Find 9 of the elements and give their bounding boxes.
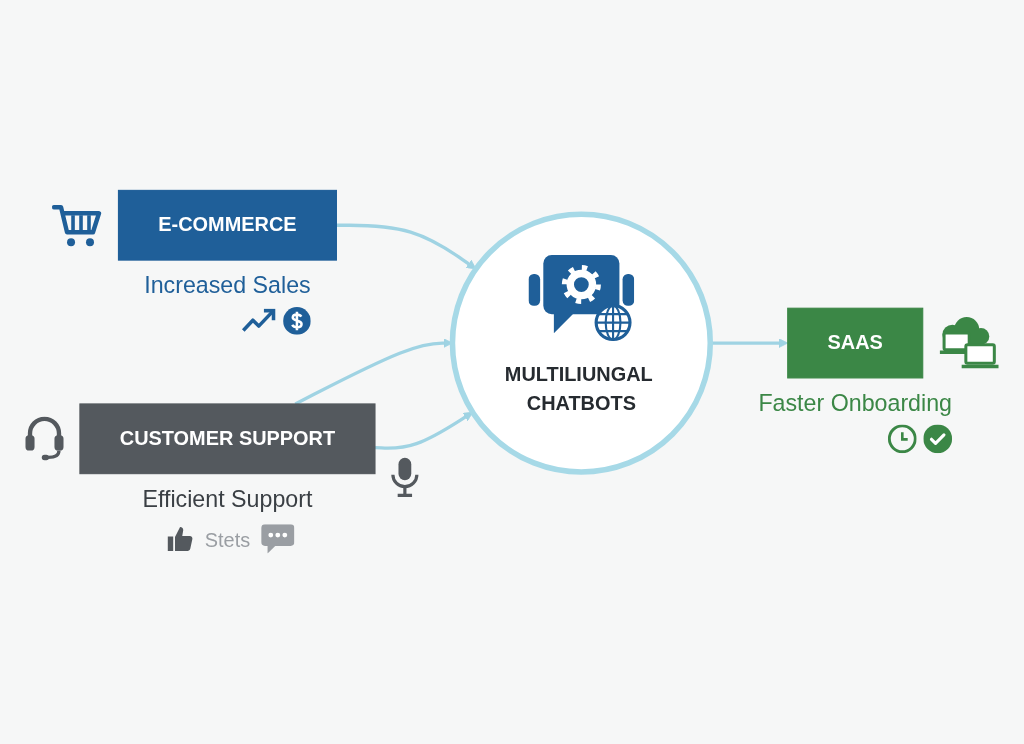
caption-text: Stets [204,528,251,551]
benefit-caption: Increased Sales [144,272,311,299]
node-circle: MULTILIUNGAL CHATBOTS [449,211,714,475]
benefit-caption: Efficient Support [142,485,313,512]
benefit-caption: Faster Onboarding [758,390,953,417]
node-box: CUSTOMER SUPPORT [79,403,376,475]
node-box: SAAS [787,307,924,379]
arrow [336,223,477,270]
node-box: E-COMMERCE [117,189,337,261]
